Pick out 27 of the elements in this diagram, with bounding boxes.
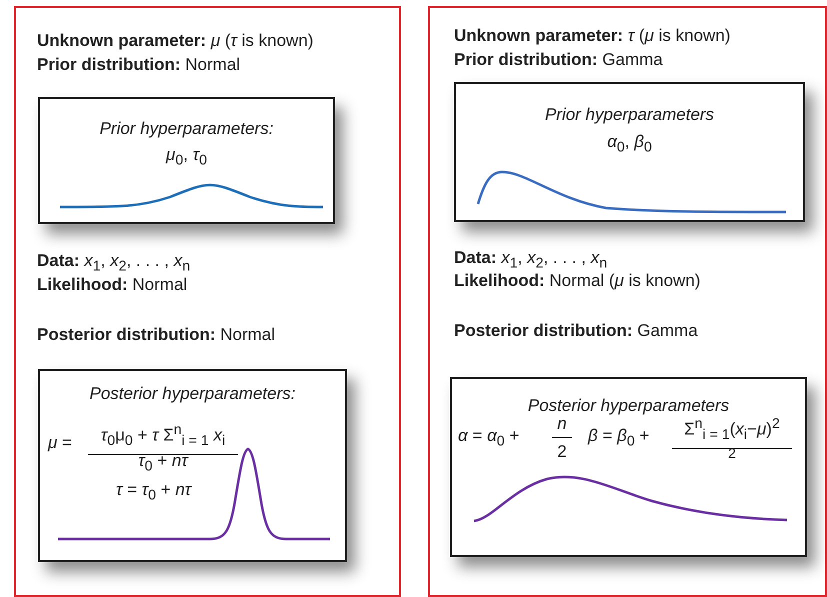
formula-text: μ = xyxy=(48,432,72,454)
likelihood-text: Likelihood: Normal xyxy=(37,274,188,296)
hyperparameter-text: α$_{0}$, β$_{0}$ xyxy=(606,131,653,158)
formula-numerator: Σ$^{n}$$_{i = 1}$(x$_{i}$−μ)$^{2}$ xyxy=(672,413,792,450)
prior-text: Prior distribution: Gamma xyxy=(454,49,663,71)
formula-numerator: τ$_{0}$μ$_{0}$ + τ Σ$^{n}$$_{i = 1}$ x$_{i}$ xyxy=(88,419,238,456)
panel-frame xyxy=(14,6,401,597)
formula-denominator: 2 xyxy=(556,441,568,463)
data-text: Data: x$_{1}$, x$_{2}$, . . . , x$_{n}$ xyxy=(37,250,190,276)
box-title: Prior hyperparameters: xyxy=(98,118,274,140)
box-title: Posterior hyperparameters: xyxy=(88,383,296,405)
parameter-text: Unknown parameter: μ (τ is known) xyxy=(37,30,314,52)
prior-box xyxy=(38,97,335,224)
posterior-text: Posterior distribution: Gamma xyxy=(454,320,698,342)
formula-text: τ = τ$_{0}$ + nτ xyxy=(116,479,192,506)
formula-text: α = α$_{0}$ + xyxy=(458,425,520,452)
prior-text: Prior distribution: Normal xyxy=(37,54,240,76)
hyperparameter-text: μ$_{0}$, τ$_{0}$ xyxy=(164,144,208,170)
formula-numerator: n xyxy=(552,413,572,438)
formula-text: β = β$_{0}$ + xyxy=(588,425,650,452)
box-title: Prior hyperparameters xyxy=(544,104,716,126)
posterior-text: Posterior distribution: Normal xyxy=(37,324,276,346)
posterior-box xyxy=(450,377,807,557)
panel-frame xyxy=(428,6,827,597)
posterior-box xyxy=(38,369,347,562)
prior-box xyxy=(454,82,805,222)
parameter-text: Unknown parameter: τ (μ is known) xyxy=(454,25,730,47)
